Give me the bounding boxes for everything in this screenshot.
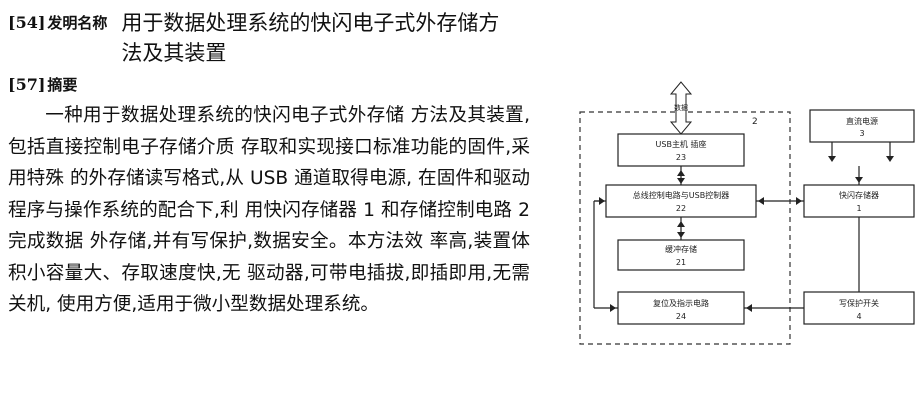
usb-socket-box <box>617 133 745 167</box>
patent-abstract-text: [54] 发明名称 用于数据处理系统的快闪电子式外存储方法及其装置 [57] 摘… <box>8 8 538 321</box>
usb-data-arrow: 数据 <box>669 81 693 135</box>
controller-box-ref: 22 <box>676 204 686 213</box>
block-diagram-svg: 2 数据 USB主机 插座 23 总线控制电路与USB控制器 22 缓冲存储 2… <box>579 81 915 345</box>
switch-box-ref: 4 <box>856 312 861 321</box>
reset-box <box>617 291 745 325</box>
controller-box-label: 总线控制电路与USB控制器 <box>633 190 729 200</box>
controller-boundary <box>579 111 791 345</box>
switch-box <box>803 291 915 325</box>
power-box-ref: 3 <box>859 129 864 138</box>
power-box-label: 直流电源 <box>846 116 878 126</box>
abstract-heading: [57] 摘要 <box>8 74 538 96</box>
connectors <box>593 142 894 312</box>
title-row: [54] 发明名称 用于数据处理系统的快闪电子式外存储方法及其装置 <box>8 8 538 68</box>
flash-box-label: 快闪存储器 <box>839 190 879 200</box>
reset-box-label: 复位及指示电路 <box>653 298 709 308</box>
switch-box-label: 写保护开关 <box>839 298 879 308</box>
abstract-body: 一种用于数据处理系统的快闪电子式外存储 方法及其装置,包括直接控制电子存储介质 … <box>8 105 530 315</box>
usb-arrow-label: 数据 <box>674 103 688 112</box>
buffer-box-ref: 21 <box>676 258 686 267</box>
buffer-box <box>617 239 745 271</box>
buffer-box-label: 缓冲存储 <box>665 244 697 254</box>
abstract-label: 摘要 <box>47 76 78 94</box>
invention-title: 用于数据处理系统的快闪电子式外存储方法及其装置 <box>121 11 500 65</box>
power-box <box>809 109 915 143</box>
block-diagram: 2 数据 USB主机 插座 23 总线控制电路与USB控制器 22 缓冲存储 2… <box>570 80 920 350</box>
usb-box-label: USB主机 插座 <box>656 139 707 149</box>
controller-ref: 2 <box>752 117 758 127</box>
abstract-code: [57] <box>8 75 46 94</box>
usb-box-ref: 23 <box>676 153 686 162</box>
title-code: [54] <box>8 13 46 32</box>
reset-box-ref: 24 <box>676 312 686 321</box>
title-label: 发明名称 <box>47 14 108 32</box>
flash-box-ref: 1 <box>856 204 861 213</box>
